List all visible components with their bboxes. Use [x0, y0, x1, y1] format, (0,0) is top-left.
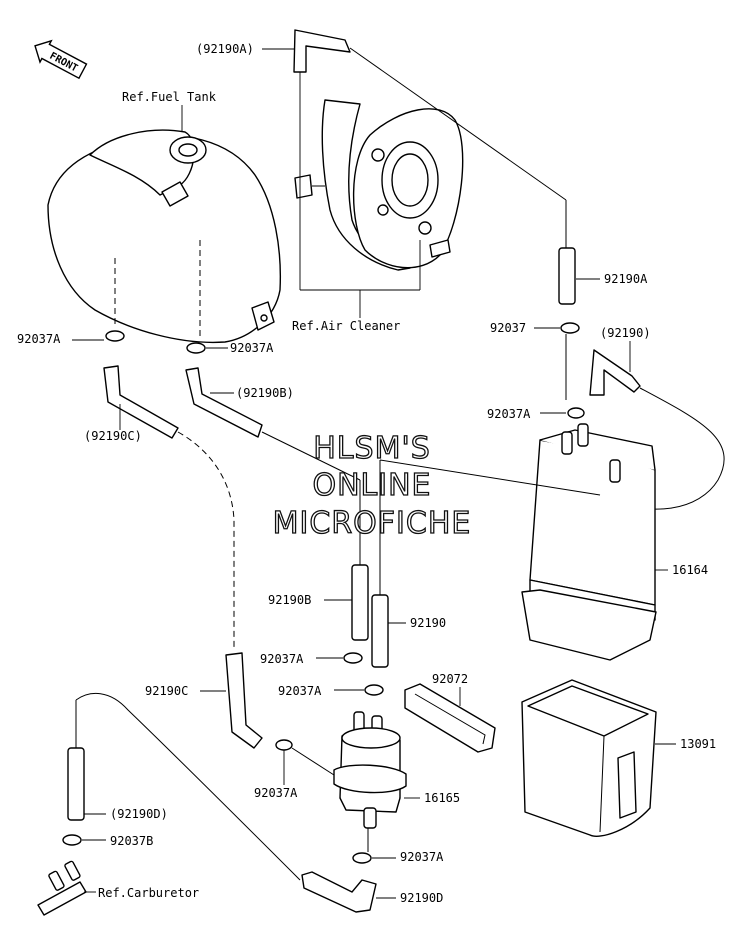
watermark: HLSM'S ONLINE MICROFICHE: [272, 430, 472, 541]
hose-92190B: [351, 564, 369, 641]
label-92037A-filter-side: 92037A: [254, 786, 298, 800]
air-cleaner: [294, 99, 464, 271]
label-16165: 16165: [424, 791, 460, 805]
hose-92190: [371, 594, 389, 668]
label-92037A-tank: 92037A: [230, 341, 274, 355]
clamp-92037B: [62, 834, 82, 846]
fuel-tank: [47, 129, 282, 344]
label-92190: 92190: [410, 616, 446, 630]
label-92037B: 92037B: [110, 834, 153, 848]
clamp-92037A-left: [105, 330, 125, 342]
ref-carburetor-label: Ref.Carburetor: [98, 886, 199, 900]
watermark-line3: MICROFICHE: [273, 506, 472, 541]
label-92037A-left: 92037A: [17, 332, 61, 346]
carburetor-fitting: [37, 860, 87, 916]
hose-92190A-right: [558, 247, 576, 305]
label-92037A-mid: 92037A: [260, 652, 304, 666]
label-13091: 13091: [680, 737, 716, 751]
ref-fuel-tank-label: Ref.Fuel Tank: [122, 90, 217, 104]
label-92190C: 92190C: [145, 684, 188, 698]
label-92190D-paren: (92190D): [110, 807, 168, 821]
label-92190B-paren: (92190B): [236, 386, 294, 400]
front-arrow: FRONT: [34, 39, 88, 80]
hose-92190D: [301, 871, 377, 913]
clamp-92037A-canister: [567, 407, 585, 419]
hose-92190A-top: [293, 29, 351, 73]
hose-92190C-paren: [103, 365, 179, 439]
label-92190-paren: (92190): [600, 326, 651, 340]
label-92190C-paren: (92190C): [84, 429, 142, 443]
hose-92190B-paren: [185, 367, 263, 438]
clamp-92037A-bottom: [352, 852, 372, 864]
separator-16165: [333, 711, 407, 829]
label-92037A-bottom: 92037A: [400, 850, 444, 864]
label-92072: 92072: [432, 672, 468, 686]
clamp-92037A-tank: [186, 342, 206, 354]
clamp-92037A-mid: [343, 652, 363, 664]
canister-16164: [521, 423, 657, 661]
clamp-92037A-filter-top: [364, 684, 384, 696]
ref-air-cleaner-label: Ref.Air Cleaner: [292, 319, 400, 333]
watermark-line2: ONLINE: [312, 468, 431, 503]
watermark-line1: HLSM'S: [313, 431, 431, 466]
band-92072: [404, 683, 496, 753]
hose-92190-paren: [589, 349, 641, 396]
label-92190D: 92190D: [400, 891, 443, 905]
label-92037A-filter-top: 92037A: [278, 684, 322, 698]
label-92037-right: 92037: [490, 321, 526, 335]
label-92190B: 92190B: [268, 593, 311, 607]
clamp-92037: [560, 322, 580, 334]
label-92190A-top: (92190A): [196, 42, 254, 56]
clamp-92037A-filter-side: [275, 739, 293, 751]
hose-92190D-paren: [67, 747, 85, 821]
label-92190A-right: 92190A: [604, 272, 648, 286]
label-16164: 16164: [672, 563, 708, 577]
label-92037A-canister: 92037A: [487, 407, 531, 421]
holder-13091: [521, 679, 657, 837]
hose-92190C: [225, 652, 263, 749]
